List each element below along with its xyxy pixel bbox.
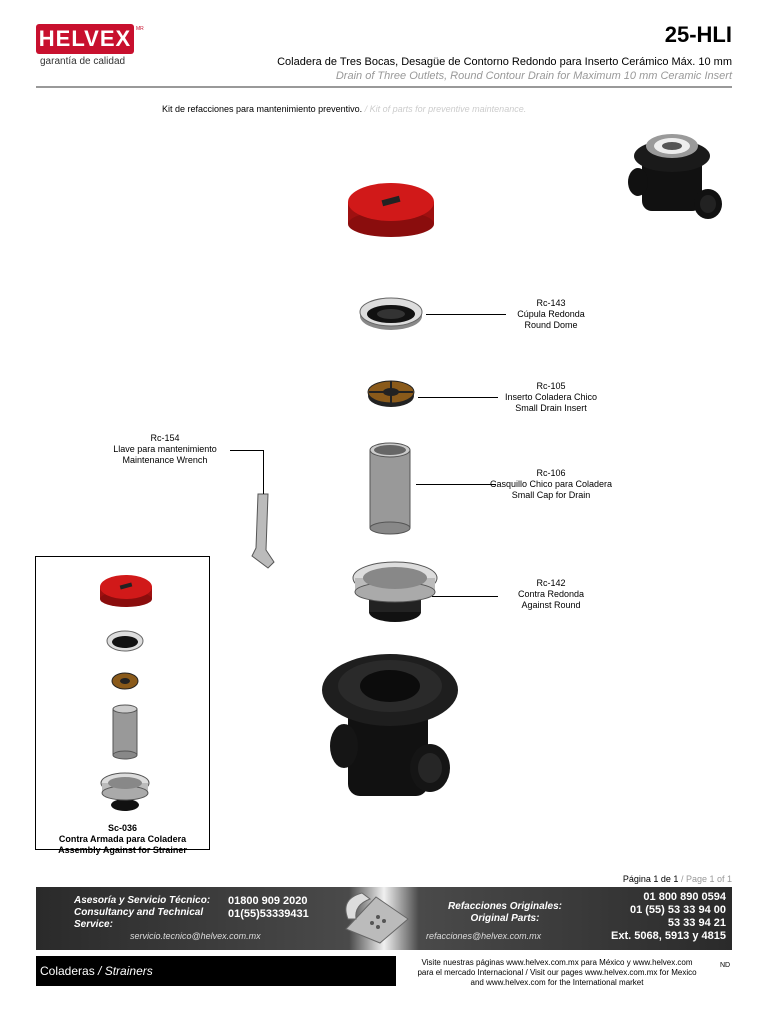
assembly-code: Sc-036: [107, 823, 138, 833]
header-divider: [36, 86, 732, 88]
assembled-drain-image: [628, 134, 722, 219]
page-es: Página 1 de 1: [622, 874, 679, 884]
part-name-es: Contra Redonda: [517, 589, 585, 599]
part-name-es: Inserto Coladera Chico: [504, 392, 598, 402]
part-code: Rc-142: [536, 578, 566, 588]
label-rc106: Rc-106 Casquillo Chico para Coladera Sma…: [486, 468, 616, 501]
kit-description-es: Kit de refacciones para mantenimiento pr…: [162, 104, 363, 114]
helvex-logo: HELVEX: [36, 24, 134, 54]
title-english: Drain of Three Outlets, Round Contour Dr…: [335, 70, 732, 82]
drain-body-image: [322, 654, 458, 796]
parts-phone-2: 01 (55) 53 33 94 00: [629, 904, 726, 916]
part-name-en: Small Cap for Drain: [511, 490, 591, 500]
model-number: 25-HLI: [664, 22, 732, 47]
tagline: garantía de calidad: [40, 56, 126, 67]
leader-rc154-h: [230, 450, 264, 451]
service-phone-2: 01(55)53339431: [228, 908, 309, 920]
service-email[interactable]: servicio.tecnico@helvex.com.mx: [130, 931, 261, 941]
parts-phones: 01 800 890 0594 01 (55) 53 33 94 00 53 3…: [576, 891, 726, 943]
leader-rc154-v: [263, 450, 264, 494]
parts-phone-1: 01 800 890 0594: [643, 891, 726, 903]
visit-notice: Visite nuestras páginas www.helvex.com.m…: [398, 958, 716, 988]
visit-line-2: para el mercado Internacional / Visit ou…: [417, 968, 697, 977]
parts-label-en: Original Parts:: [470, 913, 540, 924]
brand-mark: MR: [136, 26, 144, 32]
page-number: Página 1 de 1 / Page 1 of 1: [623, 874, 732, 884]
label-rc143: Rc-143 Cúpula Redonda Round Dome: [486, 298, 616, 331]
part-code: Rc-106: [536, 468, 566, 478]
inset-insert-image: [111, 672, 139, 690]
red-cap-image: [348, 183, 434, 237]
inset-red-cap-image: [100, 575, 152, 607]
leader-rc105: [418, 397, 498, 398]
visit-line-3: and www.helvex.com for the International…: [470, 978, 644, 987]
label-rc142: Rc-142 Contra Redonda Against Round: [486, 578, 616, 611]
service-label-en1: Consultancy and Technical: [74, 907, 204, 918]
parts-label: Refacciones Originales: Original Parts:: [430, 901, 580, 925]
inset-contra-image: [100, 772, 150, 811]
small-cap-image: [369, 442, 411, 535]
part-code: Rc-105: [536, 381, 566, 391]
assembly-name-en: Assembly Against for Strainer: [58, 845, 187, 855]
maintenance-wrench-image: [251, 493, 275, 569]
contra-round-image: [352, 561, 438, 622]
part-name-es: Cúpula Redonda: [517, 309, 585, 319]
kit-description-en: / Kit of parts for preventive maintenanc…: [364, 104, 527, 114]
parts-phone-4: Ext. 5068, 5913 y 4815: [611, 930, 726, 942]
assembly-name-es: Contra Armada para Coladera: [58, 834, 187, 844]
parts-label-es: Refacciones Originales:: [448, 901, 562, 912]
telephone-icon: [345, 892, 409, 944]
leader-rc142: [432, 596, 498, 597]
part-name-en: Small Drain Insert: [515, 403, 587, 413]
category-es: Coladeras: [40, 964, 95, 978]
category-en: / Strainers: [98, 964, 153, 978]
page-en: / Page 1 of 1: [680, 874, 732, 884]
title-spanish: Coladera de Tres Bocas, Desagüe de Conto…: [277, 56, 732, 68]
part-name-en: Round Dome: [524, 320, 578, 330]
nd-mark: ND: [720, 962, 731, 969]
service-label-en2: Service:: [74, 919, 113, 930]
assembly-inset: Sc-036 Contra Armada para Coladera Assem…: [35, 556, 210, 855]
part-name-es: Casquillo Chico para Coladera: [489, 479, 613, 489]
service-phone-1: 01800 909 2020: [228, 895, 308, 907]
part-name-en: Maintenance Wrench: [122, 455, 208, 465]
part-name-es: Llave para mantenimiento: [113, 444, 217, 454]
parts-email[interactable]: refacciones@helvex.com.mx: [426, 931, 542, 941]
label-rc154: Rc-154 Llave para mantenimiento Maintena…: [100, 433, 230, 466]
label-rc105: Rc-105 Inserto Coladera Chico Small Drai…: [486, 381, 616, 414]
inset-dome-image: [106, 630, 144, 652]
contact-band: Asesoría y Servicio Técnico: Consultancy…: [36, 887, 732, 950]
service-label: Asesoría y Servicio Técnico: Consultancy…: [74, 895, 224, 931]
category-bar: Coladeras / Strainers: [36, 956, 396, 986]
part-code: Rc-154: [150, 433, 180, 443]
part-name-en: Against Round: [521, 600, 581, 610]
part-code: Rc-143: [536, 298, 566, 308]
label-sc036: Sc-036 Contra Armada para Coladera Assem…: [36, 823, 209, 856]
inset-cap-image: [112, 704, 138, 760]
leader-rc106: [416, 484, 496, 485]
leader-rc143: [426, 314, 506, 315]
service-label-es: Asesoría y Servicio Técnico:: [74, 895, 211, 906]
round-dome-image: [359, 297, 423, 330]
service-phones: 01800 909 2020 01(55)53339431: [228, 895, 338, 921]
visit-line-1: Visite nuestras páginas www.helvex.com.m…: [421, 958, 693, 967]
small-drain-insert-image: [367, 380, 415, 407]
parts-phone-3: 53 33 94 21: [667, 917, 726, 929]
kit-description: Kit de refacciones para mantenimiento pr…: [162, 104, 526, 114]
